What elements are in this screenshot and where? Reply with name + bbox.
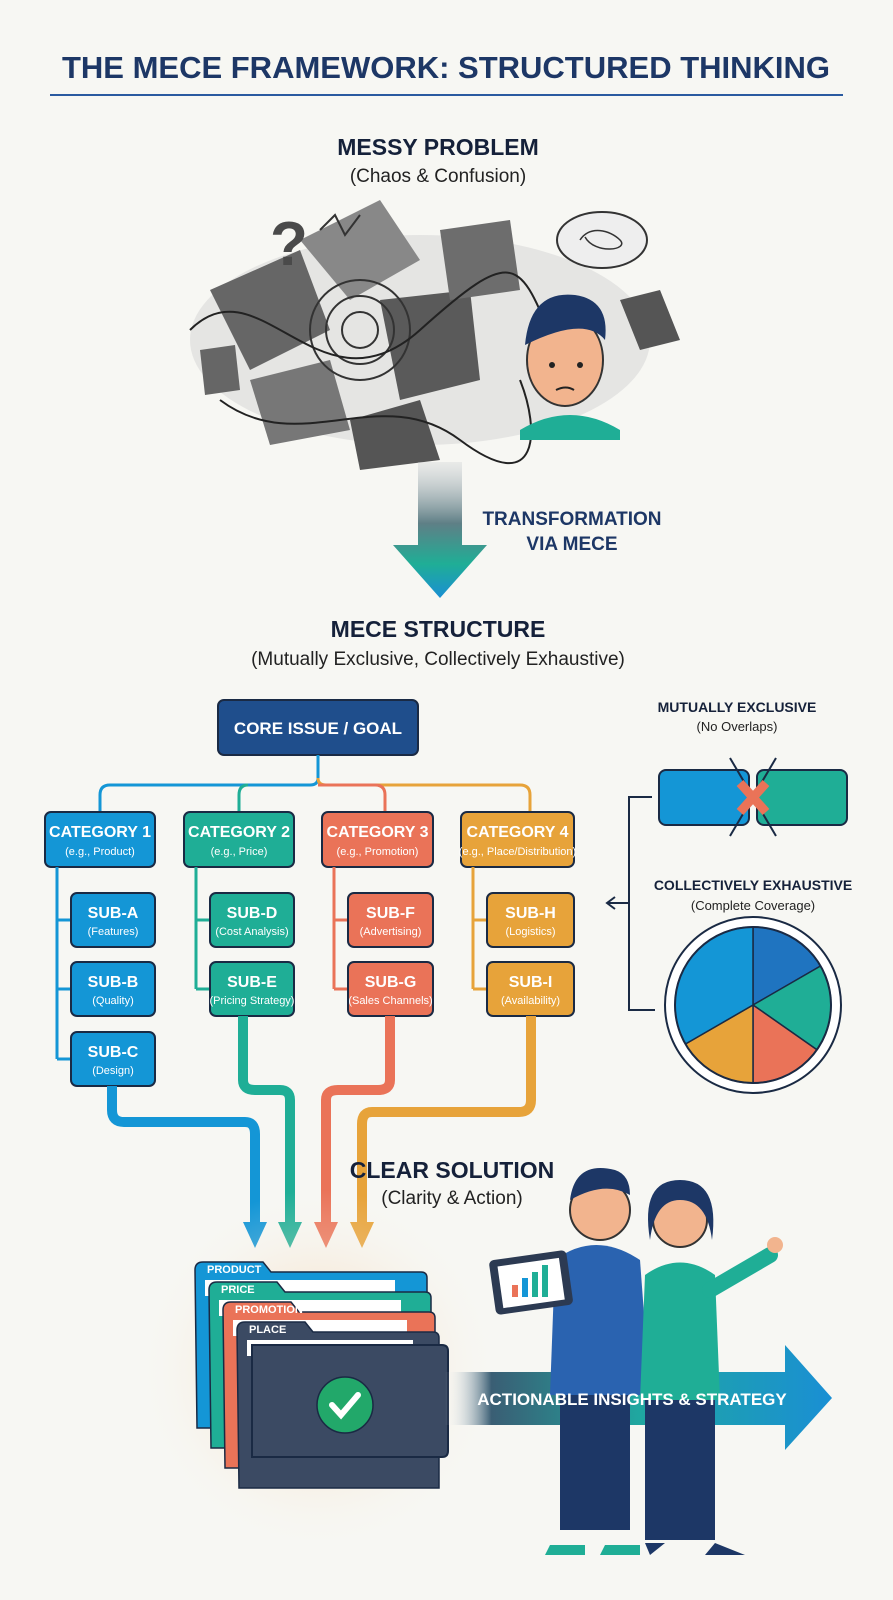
category-label: CATEGORY 3 bbox=[327, 824, 429, 841]
checkmark-icon bbox=[329, 1392, 361, 1420]
messy-problem-heading: MESSY PROBLEM bbox=[337, 134, 539, 160]
sub-category-desc: (Design) bbox=[92, 1065, 134, 1077]
folder-tab-label: PLACE bbox=[249, 1324, 286, 1336]
thought-cloud-icon bbox=[556, 211, 648, 269]
question-mark-icon: ? bbox=[270, 210, 308, 279]
tree-connectors bbox=[98, 755, 532, 812]
sub-category-box bbox=[70, 892, 156, 948]
puzzle-piece-icon bbox=[200, 345, 240, 395]
sub-category-desc: (Quality) bbox=[92, 995, 134, 1007]
messy-problem-subtitle: (Chaos & Confusion) bbox=[350, 166, 526, 187]
no-overlap-x-icon bbox=[729, 757, 777, 837]
sub-category-label: SUB-C bbox=[88, 1044, 139, 1061]
puzzle-piece-icon bbox=[620, 290, 680, 350]
category-example: (e.g., Product) bbox=[65, 846, 135, 858]
clear-solution-subtitle: (Clarity & Action) bbox=[381, 1188, 522, 1209]
category-box bbox=[460, 811, 575, 868]
sub-category-label: SUB-B bbox=[88, 974, 139, 991]
sub-category-desc: (Advertising) bbox=[360, 926, 422, 938]
sub-category-box bbox=[209, 961, 295, 1017]
sub-category-label: SUB-D bbox=[227, 905, 278, 922]
sub-category-desc: (Cost Analysis) bbox=[215, 926, 288, 938]
sub-category-label: SUB-G bbox=[365, 974, 417, 991]
category-example: (e.g., Promotion) bbox=[337, 846, 419, 858]
woman-pointing-icon bbox=[640, 1180, 783, 1555]
category-label: CATEGORY 2 bbox=[188, 824, 290, 841]
category-example: (e.g., Price) bbox=[211, 846, 268, 858]
sub-category-desc: (Features) bbox=[88, 926, 139, 938]
actionable-insights-label: ACTIONABLE INSIGHTS & STRATEGY bbox=[477, 1390, 787, 1409]
folder-tab-label: PRODUCT bbox=[207, 1264, 262, 1276]
transformation-label-line1: TRANSFORMATION bbox=[482, 509, 661, 530]
sub-category-box bbox=[347, 892, 434, 948]
sub-category-label: SUB-E bbox=[227, 974, 277, 991]
collectively-exhaustive-subtitle: (Complete Coverage) bbox=[691, 898, 815, 913]
man-with-tablet-icon bbox=[489, 1168, 650, 1555]
core-issue-label: CORE ISSUE / GOAL bbox=[234, 719, 402, 738]
sub-category-label: SUB-A bbox=[88, 905, 139, 922]
people-illustration bbox=[489, 1168, 783, 1555]
flow-lines bbox=[107, 1016, 536, 1225]
transformation-label-line2: VIA MECE bbox=[526, 534, 617, 555]
folder-stack: PRODUCT PRICE PROMOTION PLACE bbox=[194, 1261, 449, 1489]
sub-category-desc: (Pricing Strategy) bbox=[210, 995, 295, 1007]
mutually-exclusive-heading: MUTUALLY EXCLUSIVE bbox=[658, 699, 817, 715]
side-bracket bbox=[628, 796, 655, 1011]
category-label: CATEGORY 4 bbox=[467, 824, 569, 841]
exclusive-block-right bbox=[756, 769, 848, 826]
exclusive-block-left bbox=[658, 769, 750, 826]
coverage-pie-icon bbox=[664, 916, 842, 1094]
mece-structure-heading: MECE STRUCTURE bbox=[331, 616, 546, 642]
check-circle-icon bbox=[316, 1376, 374, 1434]
sub-category-desc: (Logistics) bbox=[505, 926, 555, 938]
sub-category-label: SUB-I bbox=[509, 974, 553, 991]
category-box bbox=[321, 811, 434, 868]
category-box bbox=[44, 811, 156, 868]
transformation-arrow bbox=[393, 462, 487, 598]
arrow-left-icon bbox=[605, 896, 629, 910]
folder-tab-label: PRICE bbox=[221, 1284, 255, 1296]
actionable-insights-arrow bbox=[445, 1345, 832, 1450]
sub-category-desc: (Sales Channels) bbox=[348, 995, 432, 1007]
sub-category-label: SUB-H bbox=[505, 905, 556, 922]
category-box bbox=[183, 811, 295, 868]
sub-category-desc: (Availability) bbox=[501, 995, 560, 1007]
mece-structure-subtitle: (Mutually Exclusive, Collectively Exhaus… bbox=[251, 649, 625, 670]
mece-tree: CATEGORY 1 (e.g., Product) SUB-A (Features)… bbox=[44, 811, 576, 1087]
category-example: (e.g., Place/Distribution) bbox=[459, 846, 576, 858]
confused-person-icon bbox=[520, 294, 620, 440]
mutually-exclusive-subtitle: (No Overlaps) bbox=[697, 719, 778, 734]
collectively-exhaustive-heading: COLLECTIVELY EXHAUSTIVE bbox=[654, 877, 852, 893]
sub-category-label: SUB-F bbox=[366, 905, 415, 922]
chaos-illustration: ? bbox=[189, 200, 680, 470]
sub-category-box bbox=[70, 961, 156, 1017]
folder-tab-label: PROMOTION bbox=[235, 1304, 303, 1316]
sub-category-box bbox=[486, 892, 575, 948]
clear-solution-heading: CLEAR SOLUTION bbox=[350, 1157, 554, 1183]
sub-category-box bbox=[209, 892, 295, 948]
category-label: CATEGORY 1 bbox=[49, 824, 151, 841]
page-title: THE MECE FRAMEWORK: STRUCTURED THINKING bbox=[62, 50, 830, 85]
